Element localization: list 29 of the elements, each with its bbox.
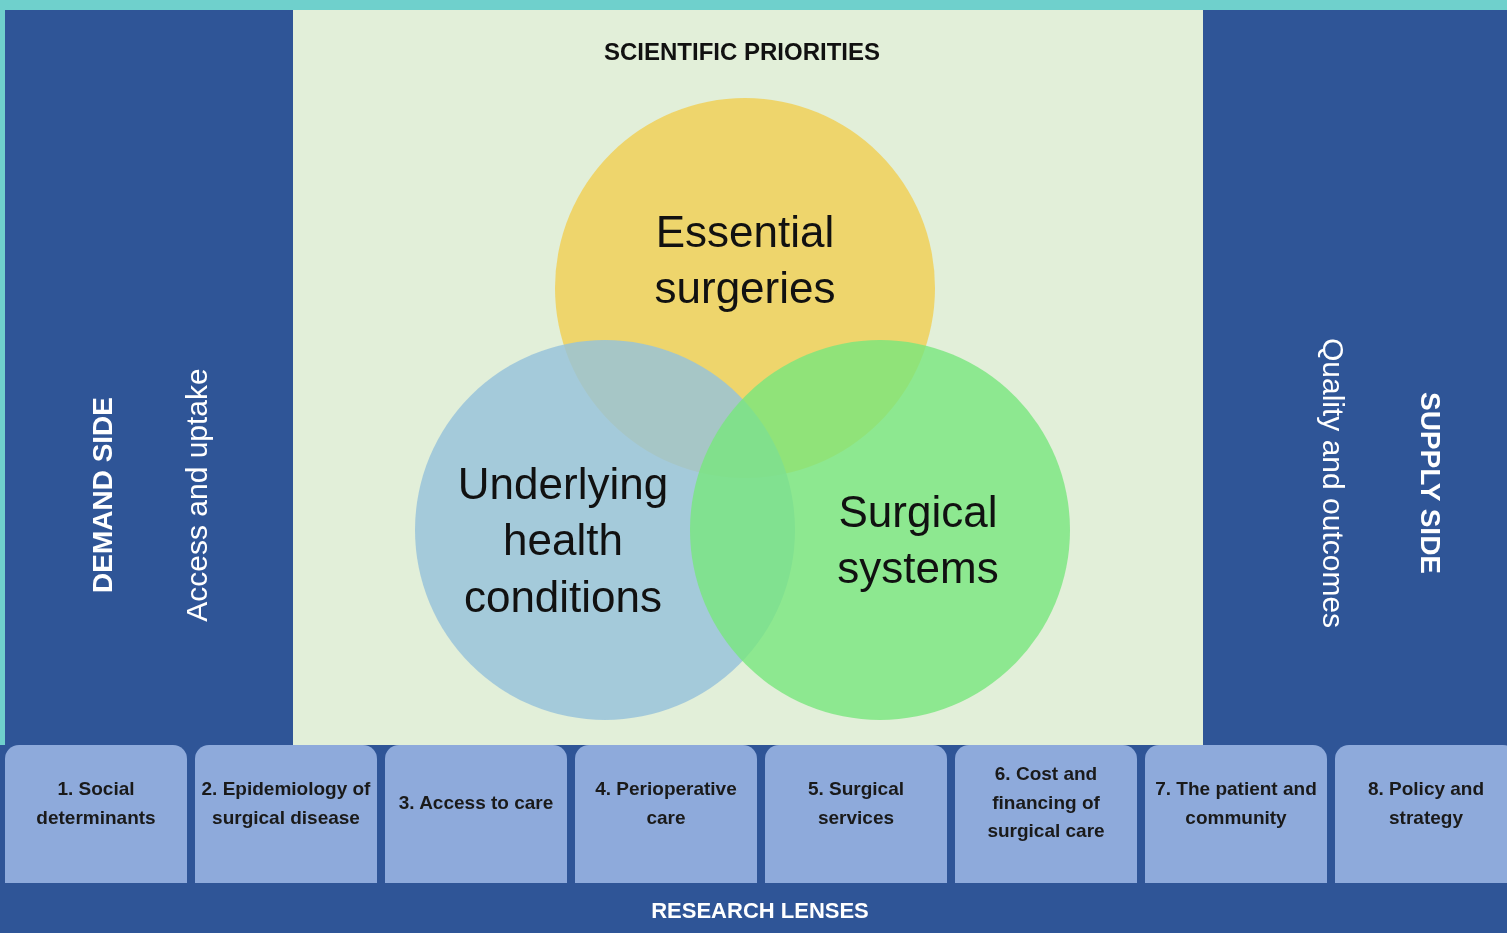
research-lens-tab (1145, 745, 1327, 883)
tab-label: 8. Policy and strategy (1366, 776, 1486, 830)
research-lens-tab (575, 745, 757, 883)
panel-heading: DEMAND SIDE (87, 397, 119, 593)
panel-heading: SCIENTIFIC PRIORITIES (604, 38, 880, 66)
panel-heading: SUPPLY SIDE (1414, 391, 1446, 575)
demand-side-panel (5, 10, 293, 745)
research-lens-tab (5, 745, 187, 883)
circle-label: Essential surgeries (653, 205, 837, 314)
tab-label: 1. Social determinants (35, 776, 157, 829)
research-lens-tab (1335, 745, 1507, 883)
tab-label: 7. The patient and community (1154, 776, 1318, 830)
research-lenses-band (0, 745, 1507, 933)
circle-label: Surgical systems (836, 485, 1000, 594)
research-lens-tab (195, 745, 377, 883)
tab-label: 2. Epidemiology of surgical disease (201, 776, 371, 830)
tab-label: 5. Surgical services (806, 776, 906, 829)
supply-side-panel (1203, 10, 1507, 745)
tab-label: 3. Access to care (397, 790, 555, 815)
research-lens-tab (955, 745, 1137, 883)
tab-label: 6. Cost and financing of surgical care (986, 762, 1106, 844)
panel-subheading: Access and uptake (180, 368, 214, 622)
circle-label: Underlying health conditions (456, 457, 670, 623)
band-heading: RESEARCH LENSES (651, 898, 869, 924)
research-lens-tab (385, 745, 567, 883)
tab-label: 4. Perioperative care (594, 776, 738, 829)
panel-subheading: Quality and outcomes (1316, 337, 1350, 629)
research-lens-tab (765, 745, 947, 883)
scientific-priorities-panel (293, 10, 1203, 745)
